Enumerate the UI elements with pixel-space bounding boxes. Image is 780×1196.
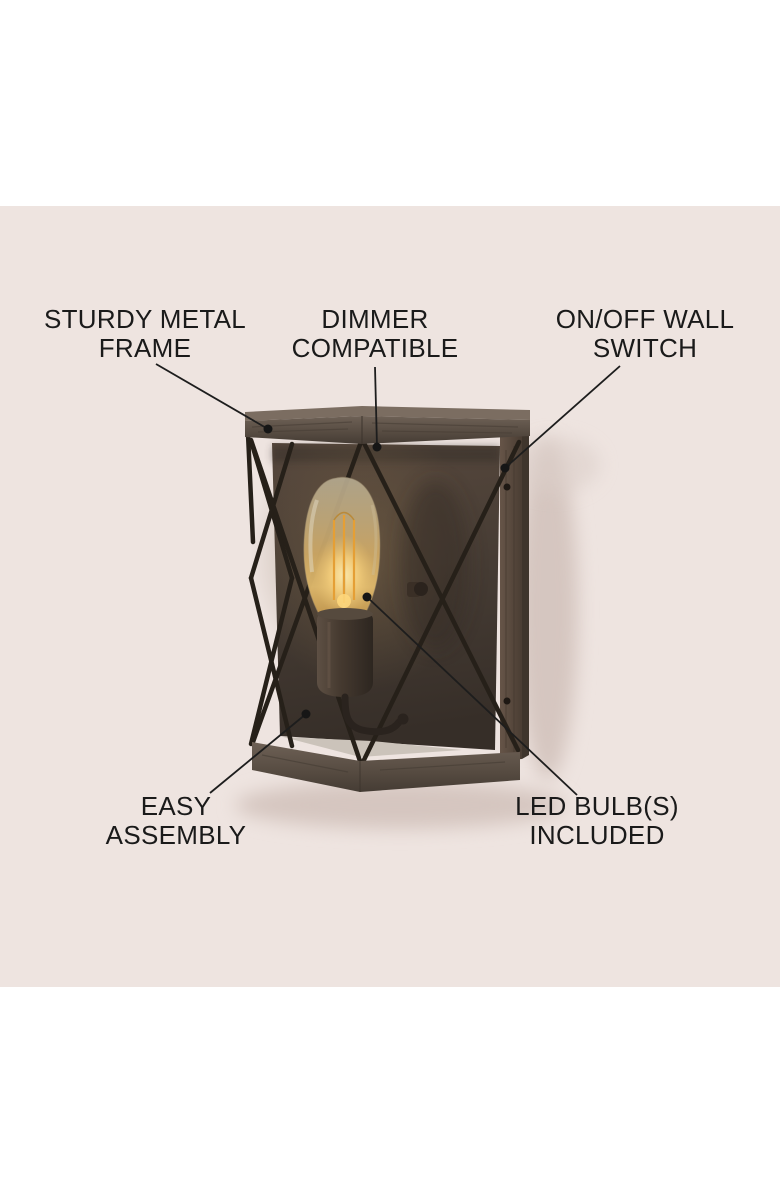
post-screw-top bbox=[503, 483, 511, 491]
feature-label-on-off-wall-switch: ON/OFF WALL SWITCH bbox=[555, 304, 735, 363]
bulb-filament bbox=[332, 511, 356, 603]
plate-knob bbox=[407, 582, 428, 597]
callout-dot-on-off-wall-switch bbox=[500, 463, 510, 473]
leader-line-on-off-wall-switch bbox=[504, 365, 621, 469]
sconce-wire-lattice bbox=[245, 431, 522, 767]
sconce-top-wood-bar bbox=[245, 406, 530, 444]
callout-dot-led-bulbs-included bbox=[362, 592, 372, 602]
leader-line-sturdy-metal-frame bbox=[155, 363, 269, 430]
feature-label-easy-assembly: EASY ASSEMBLY bbox=[105, 791, 247, 850]
feature-label-dimmer-compatible: DIMMER COMPATIBLE bbox=[291, 304, 459, 363]
callout-dot-sturdy-metal-frame bbox=[263, 424, 273, 434]
edison-bulb bbox=[303, 476, 381, 619]
feature-label-sturdy-metal-frame: STURDY METAL FRAME bbox=[43, 304, 246, 363]
post-screw-bottom bbox=[503, 697, 511, 705]
leader-line-easy-assembly bbox=[209, 713, 307, 794]
bulb-socket bbox=[317, 608, 409, 736]
socket-arm bbox=[341, 693, 403, 736]
feature-label-led-bulbs-included: LED BULB(S) INCLUDED bbox=[515, 791, 679, 850]
callout-dot-dimmer-compatible bbox=[372, 442, 382, 452]
sconce-side-wood-post bbox=[500, 431, 529, 761]
leader-line-led-bulbs-included bbox=[366, 596, 578, 796]
leader-line-dimmer-compatible bbox=[374, 366, 378, 448]
callout-dot-easy-assembly bbox=[301, 709, 311, 719]
sconce-bottom-wood-bar bbox=[252, 742, 520, 792]
sconce-shadow bbox=[235, 437, 600, 829]
